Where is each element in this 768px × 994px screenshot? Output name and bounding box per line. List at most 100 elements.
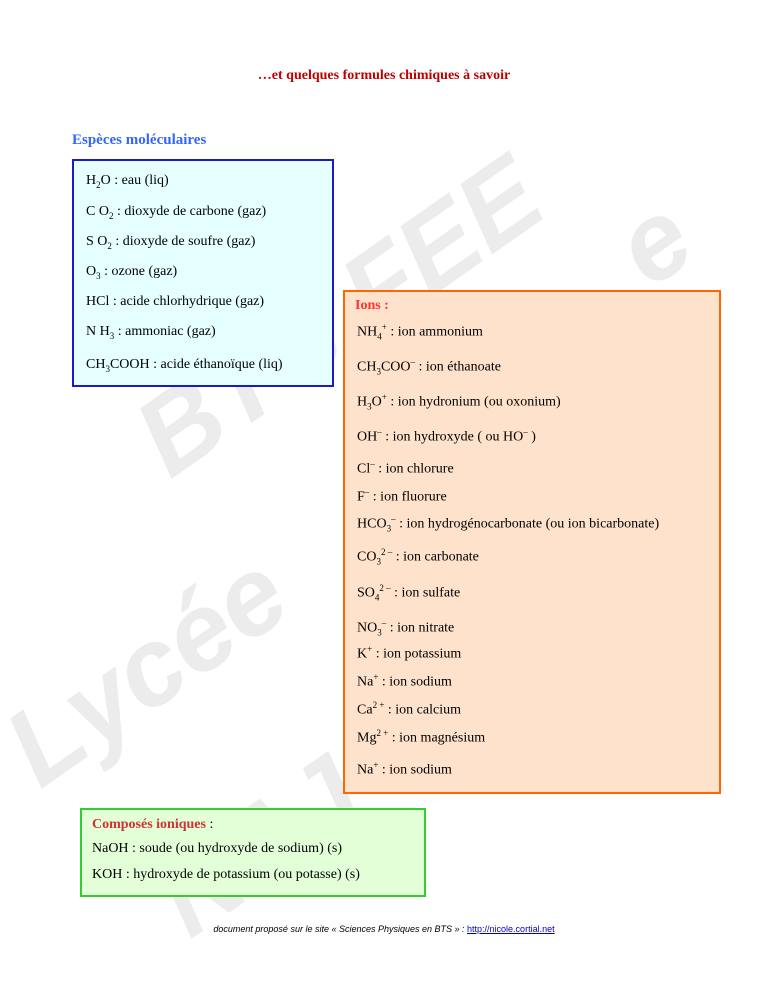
formula-symbol: S O — [86, 234, 108, 249]
formula-symbol: HCO — [357, 516, 387, 532]
formula-subscript: 3 — [367, 401, 372, 412]
formula-subscript: 3 — [109, 330, 115, 341]
formula-symbol: NH — [357, 324, 378, 340]
formula-charge: + — [381, 392, 387, 402]
formula-symbol: CO — [357, 549, 377, 565]
footer-text: document proposé sur le site « Sciences … — [213, 924, 468, 934]
formula-line: CH3COO– : ion éthanoate — [357, 357, 501, 376]
formula-line: F– : ion fluorure — [357, 487, 447, 506]
formula-symbol: Na — [357, 762, 374, 778]
page-title: …et quelques formules chimiques à savoir — [257, 68, 511, 83]
ionic-compounds-box: Composés ioniques : NaOH : soude (ou hyd… — [80, 808, 426, 897]
formula-subscript: 3 — [376, 366, 381, 377]
ionic-heading-colon: : — [205, 817, 214, 832]
formula-charge: + — [367, 644, 373, 654]
formula-symbol: SO — [357, 585, 375, 601]
formula-symbol: F — [357, 489, 365, 505]
formula-description: : ion calcium — [387, 702, 461, 718]
formula-description: : ion nitrate — [389, 620, 455, 636]
formula-symbol: C O — [86, 204, 109, 219]
formula-subscript: 3 — [105, 363, 110, 374]
footer-link[interactable]: http://nicole.cortial.net — [467, 924, 555, 934]
formula-symbol: HCl — [86, 294, 110, 309]
formula-subscript: 3 — [386, 523, 392, 534]
formula-symbol: O — [86, 264, 97, 279]
formula-symbol: OH — [357, 429, 378, 445]
formula-symbol: Cl — [357, 461, 371, 477]
formula-description: : dioxyde de soufre (gaz) — [115, 234, 256, 249]
formula-charge: 2 – — [380, 547, 393, 557]
formula-charge: 2 + — [376, 728, 389, 738]
ionic-compound-line: NaOH : soude (ou hydroxyde de sodium) (s… — [92, 841, 343, 856]
formula-description: : ion potassium — [375, 646, 462, 662]
formula-subscript: 3 — [377, 627, 382, 638]
formula-symbol: CH — [357, 359, 377, 375]
formula-charge: – — [381, 618, 387, 628]
formula-description: : ion sodium — [381, 762, 452, 778]
formula-charge: – — [377, 427, 382, 437]
ionic-compound-line: KOH : hydroxyde de potassium (ou potasse… — [92, 867, 360, 882]
formula-description: : ion ammonium — [390, 324, 483, 340]
formula-rest: COO — [380, 359, 411, 375]
formula-charge: 2 – — [379, 583, 391, 593]
formula-symbol: NO — [357, 620, 378, 636]
formula-line: O3 : ozone (gaz) — [86, 264, 177, 281]
formula-line: Na+ : ion sodium — [357, 672, 452, 691]
formula-charge: + — [373, 672, 379, 682]
ionic-heading-label: Composés ioniques — [92, 817, 206, 832]
formula-charge: + — [373, 760, 379, 770]
formula-description: : acide éthanoïque (liq) — [153, 357, 283, 372]
formula-subscript: 2 — [96, 179, 101, 190]
formula-description: : eau (liq) — [114, 173, 169, 188]
formula-line: CO32 – : ion carbonate — [357, 547, 479, 566]
formula-rest: O — [371, 394, 382, 410]
formula-charge: 2 + — [372, 700, 385, 710]
formula-description: : ion magnésium — [391, 730, 486, 746]
formula-line: NH4+ : ion ammonium — [357, 322, 483, 341]
formula-description: : ion sodium — [381, 674, 452, 690]
formula-line: H3O+ : ion hydronium (ou oxonium) — [357, 392, 561, 411]
formula-line: SO42 – : ion sulfate — [357, 583, 460, 602]
formula-charge: – — [370, 459, 375, 469]
formula-description: : acide chlorhydrique (gaz) — [112, 294, 265, 309]
formula-line: N H3 : ammoniac (gaz) — [86, 324, 216, 341]
formula-tail: ) — [531, 429, 536, 445]
formula-description: : dioxyde de carbone (gaz) — [116, 204, 267, 219]
formula-subscript: 3 — [96, 270, 101, 281]
formula-description: : ion carbonate — [395, 549, 479, 565]
formula-charge: – — [364, 487, 370, 497]
formula-line: NO3– : ion nitrate — [357, 618, 454, 637]
formula-description: : ion hydronium (ou oxonium) — [390, 394, 561, 410]
formula-symbol: N H — [86, 324, 110, 339]
formula-description: : ammoniac (gaz) — [117, 324, 216, 339]
formula-line: OH– : ion hydroxyde ( ou HO– ) — [357, 427, 536, 446]
formula-description: : ion fluorure — [372, 489, 447, 505]
formula-charge: – — [523, 427, 528, 437]
formula-line: K+ : ion potassium — [357, 644, 461, 663]
formula-subscript: 2 — [107, 240, 112, 251]
formula-subscript: 4 — [377, 331, 382, 342]
formula-charge: – — [391, 514, 396, 524]
formula-symbol: K — [357, 646, 368, 662]
formula-description: : ion éthanoate — [418, 359, 501, 375]
formula-line: Ca2 + : ion calcium — [357, 700, 461, 719]
ionic-heading: Composés ioniques : — [92, 817, 213, 833]
ions-heading: Ions : — [355, 298, 389, 313]
formula-subscript: 2 — [108, 210, 114, 221]
formula-line: C O2 : dioxyde de carbone (gaz) — [86, 204, 266, 221]
formula-line: HCO3– : ion hydrogénocarbonate (ou ion b… — [357, 514, 659, 533]
formula-symbol: Mg — [357, 730, 377, 746]
formula-line: CH3COOH : acide éthanoïque (liq) — [86, 357, 283, 374]
formula-subscript: 4 — [374, 592, 380, 603]
formula-line: Na+ : ion sodium — [357, 760, 452, 779]
formula-symbol: CH — [86, 357, 106, 372]
formula-line: Cl– : ion chlorure — [357, 459, 454, 478]
formula-description: : ion hydrogénocarbonate (ou ion bicarbo… — [399, 516, 660, 532]
formula-line: H2O : eau (liq) — [86, 173, 169, 190]
formula-description: : ion hydroxyde ( ou HO — [385, 429, 524, 445]
formula-symbol: H — [357, 394, 368, 410]
footer: document proposé sur le site « Sciences … — [0, 924, 768, 934]
formula-symbol: H — [86, 173, 97, 188]
molecular-heading: Espèces moléculaires — [72, 132, 207, 148]
